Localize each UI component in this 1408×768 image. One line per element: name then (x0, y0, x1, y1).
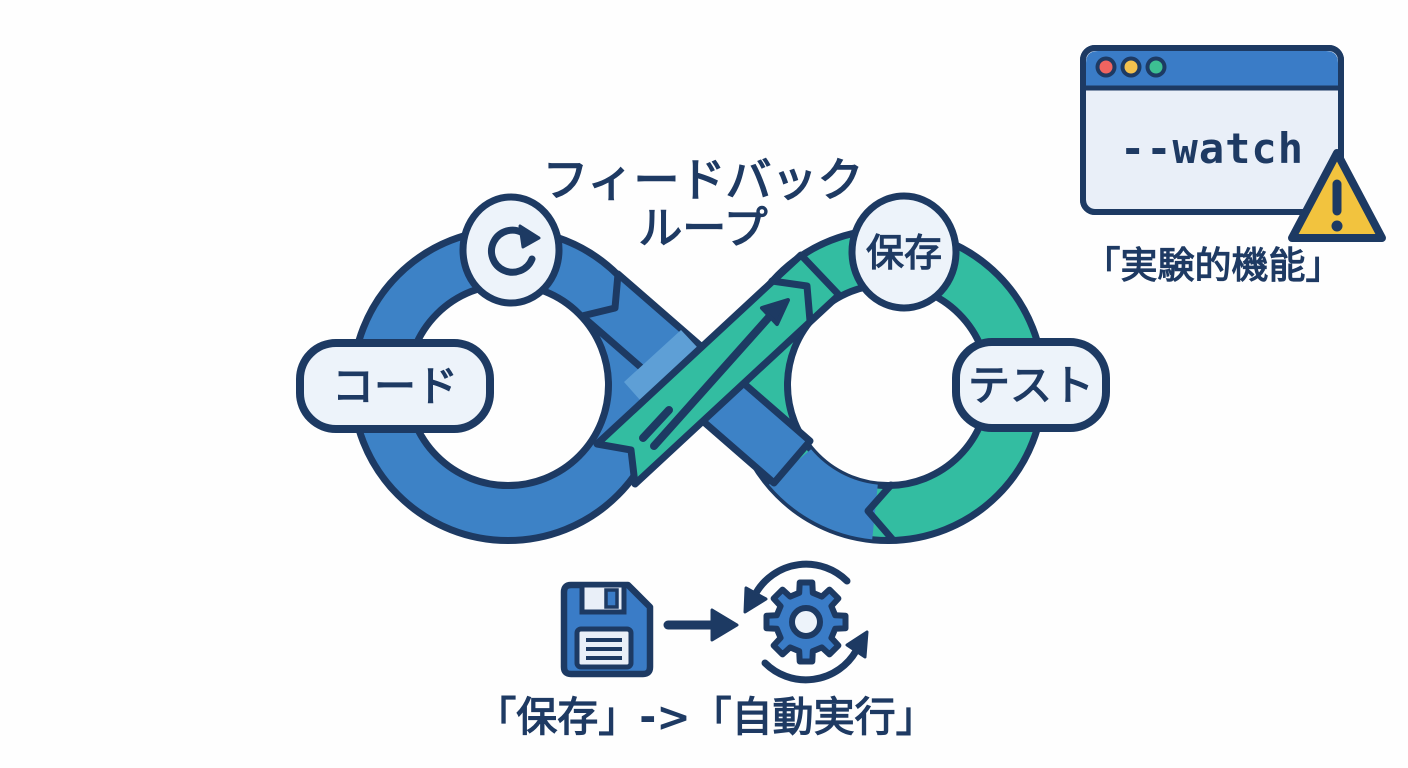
refresh-icon (488, 224, 541, 276)
title-line2: ループ (638, 203, 767, 254)
window-button-green (1145, 56, 1167, 78)
watch-caption: 「実験的機能」 (1084, 244, 1343, 287)
diagram-title: フィードバック ループ (542, 153, 863, 254)
seam-chevron-top (768, 277, 814, 325)
feedback-arrow-icon (639, 298, 790, 450)
floppy-disk-icon (560, 581, 654, 678)
node-test-label: テスト (968, 361, 1094, 410)
seam-chevron-bottom (864, 481, 897, 544)
infinity-loop: コード 保存 テスト (296, 192, 1110, 544)
node-code-label: コード (332, 362, 458, 411)
watch-command: --watch (1120, 124, 1304, 173)
right-lobe-blue-segment (768, 448, 879, 540)
watch-window: --watch 「実験的機能」 (1080, 45, 1386, 287)
window-button-red (1095, 56, 1117, 78)
window-button-yellow (1120, 56, 1142, 78)
node-save-label: 保存 (866, 231, 942, 275)
strap-shade (624, 330, 697, 400)
save-flow: 「保存」->「自動実行」 (475, 560, 937, 741)
node-test: テスト (952, 338, 1110, 432)
node-save: 保存 (848, 192, 960, 312)
refresh-node (459, 193, 563, 307)
gear-icon (763, 579, 849, 665)
rotation-arrows-icon (743, 560, 869, 684)
node-code: コード (296, 339, 494, 433)
arrow-right-icon (663, 608, 739, 642)
title-line1: フィードバック (542, 153, 863, 207)
warning-icon (1288, 149, 1386, 242)
save-flow-caption: 「保存」->「自動実行」 (475, 693, 936, 741)
